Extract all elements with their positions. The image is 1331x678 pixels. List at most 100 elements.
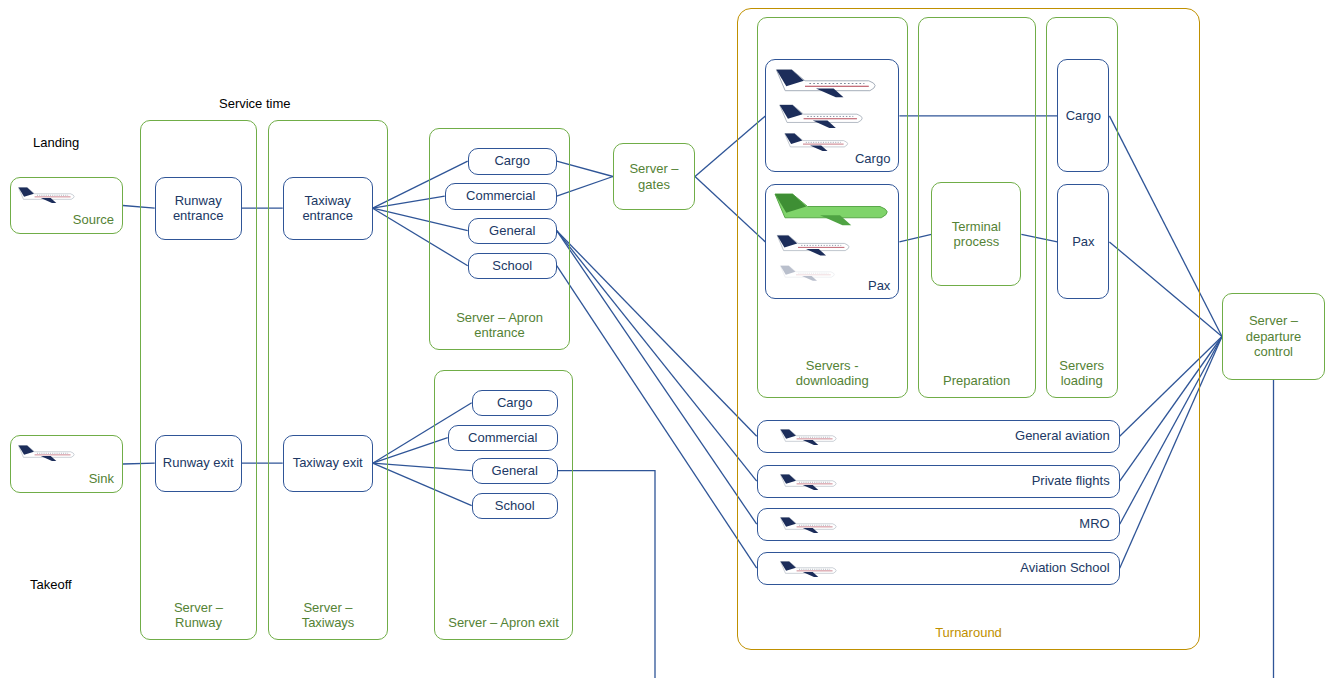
- flow-connector: [1120, 337, 1222, 437]
- node-text: Aviation School: [1020, 560, 1109, 576]
- category-box: School: [468, 253, 557, 279]
- activity-row: General aviation: [757, 420, 1120, 453]
- flow-connector: [899, 115, 1057, 116]
- caption-label: Takeoff: [30, 577, 72, 592]
- flow-connector: [373, 208, 468, 231]
- plane-icon: [785, 134, 848, 152]
- server-group: Preparation Terminal process: [918, 17, 1036, 398]
- node-text: Server – Taxiways: [285, 600, 371, 631]
- server-box: Server – departure control: [1222, 293, 1325, 380]
- node-text: Cargo: [855, 151, 890, 167]
- node-text: Runway exit: [163, 455, 234, 471]
- server-box: Server – gates: [613, 143, 695, 210]
- node-text: School: [495, 498, 535, 514]
- activity-row: Aviation School: [757, 552, 1120, 585]
- node-text: Server – Apron entrance: [444, 310, 556, 341]
- process-box: Taxiway exit: [283, 435, 373, 492]
- flow-connector: [557, 231, 757, 482]
- node-text: Pax: [868, 278, 890, 294]
- node-text: Private flights: [1032, 473, 1110, 489]
- node-text: Taxiway entrance: [290, 193, 366, 224]
- flow-connector: [123, 206, 155, 209]
- node-text: Taxiway exit: [293, 455, 363, 471]
- flow-connector: [899, 234, 931, 242]
- node-text: Sink: [89, 471, 114, 487]
- caption-label: Service time: [219, 96, 291, 111]
- flow-connector: [695, 116, 765, 177]
- plane-icon: [777, 235, 849, 255]
- category-box: General: [468, 218, 557, 244]
- flow-connector: [373, 196, 445, 208]
- plane-icon: [780, 562, 836, 578]
- plane-icon: [776, 70, 875, 98]
- category-box: General: [472, 458, 558, 484]
- node-text: Cargo: [494, 153, 529, 169]
- process-box: Taxiway entrance: [283, 177, 373, 240]
- node-text: Commercial: [468, 430, 537, 446]
- flow-connector: [1120, 337, 1222, 569]
- server-group: Servers loading CargoPax: [1046, 17, 1118, 398]
- server-group: Server – Apron exit CargoCommercialGenera…: [434, 370, 573, 640]
- flow-connector: [558, 380, 1274, 678]
- flow-connector: [373, 208, 468, 266]
- node-text: Commercial: [466, 188, 535, 204]
- flow-connector: [557, 231, 757, 525]
- source-box: Source: [10, 177, 123, 234]
- server-group: Servers - downloading CargoPax: [757, 17, 908, 398]
- node-text: Cargo: [497, 395, 532, 411]
- flow-connector: [1109, 116, 1222, 337]
- flow-connector: [123, 463, 155, 465]
- node-text: Server – Apron exit: [448, 615, 559, 631]
- category-box: Commercial: [448, 425, 558, 451]
- category-box: Commercial: [445, 183, 557, 210]
- node-text: Cargo: [1066, 108, 1101, 124]
- server-group: Server – RunwayRunway entranceRunway exi…: [140, 120, 257, 640]
- activity-row: Private flights: [757, 465, 1120, 498]
- flow-connector: [557, 266, 757, 569]
- node-text: General: [489, 223, 535, 239]
- sink-box: Sink: [10, 435, 123, 493]
- category-box: Cargo: [468, 148, 557, 175]
- plane-icon: [780, 105, 863, 128]
- node-text: Server – gates: [624, 161, 684, 192]
- flow-connector: [242, 463, 283, 464]
- turnaround-group: TurnaroundServers - downloadingCargoPaxP…: [737, 8, 1200, 650]
- node-text: Servers - downloading: [786, 358, 878, 389]
- flow-connector: [557, 231, 757, 437]
- server-group: Server – Taxiways Taxiway entranceTaxiway…: [268, 120, 388, 640]
- node-text: MRO: [1079, 516, 1109, 532]
- node-text: Turnaround: [935, 625, 1002, 641]
- flow-connector: [373, 438, 448, 464]
- process-box: Runway entrance: [155, 177, 242, 240]
- aircraft-box: Pax: [765, 184, 899, 299]
- flow-connector: [1120, 337, 1222, 482]
- node-text: School: [492, 258, 532, 274]
- plane-icon: [780, 518, 836, 534]
- node-text: Source: [73, 212, 114, 228]
- process-box: Terminal process: [931, 182, 1021, 286]
- process-box: Pax: [1057, 184, 1109, 299]
- node-text: Server – departure control: [1238, 313, 1310, 360]
- node-text: General aviation: [1015, 428, 1110, 444]
- plane-icon: [780, 475, 836, 491]
- node-text: Pax: [1072, 234, 1094, 250]
- plane-icon: [780, 430, 836, 446]
- server-group: Server – Apron entrance CargoCommercialGe…: [429, 128, 570, 350]
- node-text: Terminal process: [940, 219, 1012, 250]
- node-text: Servers loading: [1051, 358, 1113, 389]
- node-text: Preparation: [943, 373, 1010, 389]
- flow-connector: [557, 161, 613, 176]
- process-box: Runway exit: [155, 435, 242, 492]
- flow-connector: [1109, 242, 1222, 337]
- aircraft-box: Cargo: [765, 59, 899, 172]
- process-box: Cargo: [1057, 59, 1109, 172]
- flow-connector: [557, 177, 613, 197]
- plane-icon: [775, 194, 887, 225]
- activity-row: MRO: [757, 508, 1120, 541]
- flow-connector: [242, 208, 283, 209]
- plane-icon: [780, 266, 834, 281]
- node-text: General: [492, 463, 538, 479]
- node-text: Runway entrance: [162, 193, 234, 224]
